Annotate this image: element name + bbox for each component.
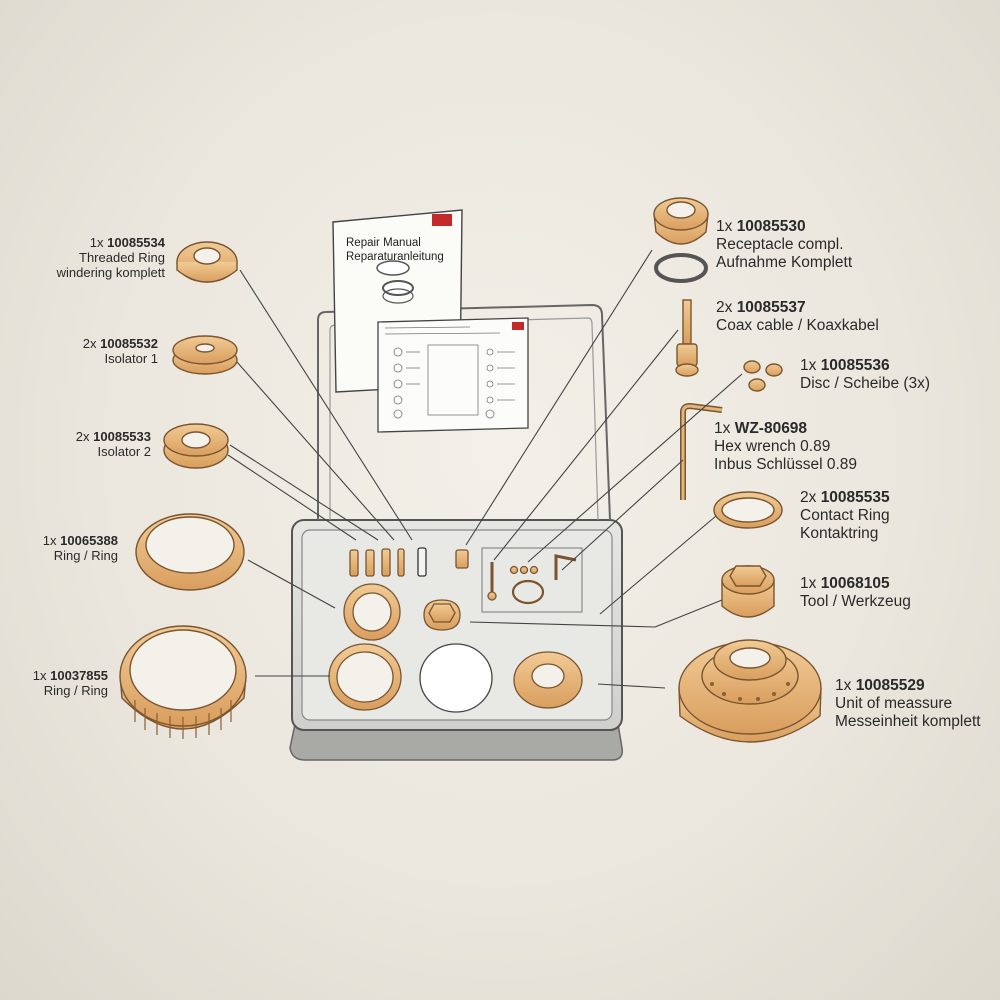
manual-title-de: Reparaturanleitung bbox=[346, 251, 444, 263]
part-ring-10065388 bbox=[135, 513, 245, 591]
part-receptacle bbox=[653, 197, 709, 283]
part-hex-wrench bbox=[680, 402, 723, 500]
tray-parts bbox=[328, 547, 583, 713]
part-disc bbox=[743, 360, 783, 392]
part-isolator-1 bbox=[172, 335, 238, 375]
part-tool bbox=[721, 565, 775, 618]
part-isolator-2 bbox=[163, 423, 229, 469]
label-10085537: 2x 10085537 Coax cable / Koaxkabel bbox=[716, 299, 879, 334]
part-contact-ring bbox=[713, 491, 783, 529]
part-threaded-ring bbox=[176, 241, 238, 283]
manual-inner-page bbox=[377, 317, 529, 433]
label-wz-80698: 1x WZ-80698 Hex wrench 0.89 Inbus Schlüs… bbox=[714, 420, 858, 473]
label-10085535: 2x 10085535 Contact Ring Kontaktring bbox=[800, 489, 890, 542]
part-coax-cable bbox=[675, 299, 699, 377]
label-10085536: 1x 10085536 Disc / Scheibe (3x) bbox=[800, 357, 931, 392]
manual-logo bbox=[432, 214, 452, 226]
leader-lines bbox=[227, 249, 743, 689]
label-10085529: 1x 10085529 Unit of meassure Messeinheit… bbox=[835, 677, 981, 730]
label-10085532: 2x 10085532 Isolator 1 bbox=[82, 336, 158, 366]
label-10037855: 1x 10037855 Ring / Ring bbox=[32, 668, 108, 698]
label-10068105: 1x 10068105 Tool / Werkzeug bbox=[800, 575, 911, 610]
manual-title-en: Repair Manual bbox=[346, 237, 421, 249]
part-ring-10037855 bbox=[119, 625, 247, 739]
label-10065388: 1x 10065388 Ring / Ring bbox=[42, 533, 118, 563]
part-measuring-unit bbox=[678, 639, 822, 743]
label-10085534: 1x 10085534 Threaded Ring windering komp… bbox=[56, 235, 165, 280]
repair-manual: Repair Manual Reparaturanleitung bbox=[332, 209, 529, 433]
label-10085530: 1x 10085530 Receptacle compl. Aufnahme K… bbox=[716, 218, 853, 271]
label-10085533: 2x 10085533 Isolator 2 bbox=[75, 429, 151, 459]
